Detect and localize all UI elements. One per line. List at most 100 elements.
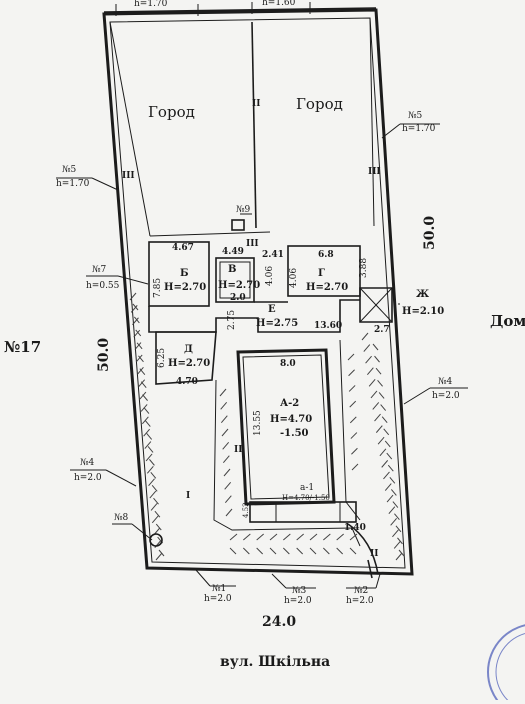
hatch-mark bbox=[309, 547, 317, 555]
hatch-mark bbox=[149, 459, 155, 466]
hatch-mark bbox=[222, 442, 230, 450]
zone-ii-house: II bbox=[234, 445, 242, 455]
marker-no4-right: №4 bbox=[438, 377, 453, 387]
hatch-mark bbox=[393, 541, 401, 549]
hatch-mark bbox=[350, 432, 358, 439]
hatch-mark bbox=[130, 305, 138, 313]
marker-no1-h: h=2.0 bbox=[204, 594, 232, 604]
hatch-mark bbox=[383, 471, 390, 480]
zone-ii-bottom: II bbox=[370, 549, 378, 559]
hatch-mark bbox=[145, 453, 153, 462]
room-e-name: Е bbox=[268, 304, 276, 315]
hatch-mark bbox=[133, 329, 141, 338]
room-e-side: 2.75 bbox=[227, 310, 237, 330]
hatch-mark bbox=[150, 471, 157, 479]
hatch-mark bbox=[378, 392, 385, 399]
hatch-mark bbox=[380, 404, 387, 411]
marker-no8: №8 bbox=[114, 513, 129, 523]
hatch-mark bbox=[221, 428, 229, 437]
street-name: вул. Шкільна bbox=[220, 654, 330, 670]
neighbor-left: №17 bbox=[4, 338, 41, 356]
hatch-mark bbox=[323, 533, 331, 541]
garden-divider bbox=[109, 17, 375, 237]
hatch-mark bbox=[372, 343, 379, 351]
hatch-mark bbox=[349, 400, 357, 408]
hatch-mark bbox=[136, 342, 143, 350]
room-g-height: Н=2.70 bbox=[306, 282, 348, 293]
hatch-mark bbox=[140, 381, 147, 389]
room-b-width: 4.67 bbox=[172, 243, 194, 253]
zone-iii-right: III bbox=[368, 167, 381, 177]
room-g-top: 6.8 bbox=[318, 250, 334, 260]
hatch-mark bbox=[132, 317, 139, 326]
hatch-mark bbox=[392, 501, 399, 508]
hatch-mark bbox=[154, 510, 161, 518]
hatch-mark bbox=[381, 460, 389, 468]
hatch-mark bbox=[398, 549, 405, 557]
room-d-width: 4.70 bbox=[176, 377, 198, 387]
hatch-mark bbox=[149, 490, 157, 499]
hatch-mark bbox=[138, 379, 146, 387]
marker-no1: №1 bbox=[212, 584, 226, 594]
gate-arc bbox=[347, 523, 379, 575]
room-v-side: 4.06 bbox=[265, 266, 275, 286]
top-right-height: h=1.60 bbox=[262, 0, 296, 8]
room-zh-name: Ж bbox=[416, 289, 430, 300]
hatch-mark bbox=[383, 428, 390, 436]
hatch-mark bbox=[243, 533, 251, 541]
hatch-mark bbox=[137, 366, 144, 375]
hatch-mark bbox=[296, 547, 304, 555]
marker-no7-h: h=0.55 bbox=[86, 281, 120, 291]
room-zh-height: Н=2.10 bbox=[402, 306, 444, 317]
hatch-mark bbox=[256, 547, 264, 555]
hatch-mark bbox=[394, 513, 400, 520]
garden-left: Город bbox=[148, 103, 195, 121]
hatch-mark bbox=[134, 342, 142, 350]
hatch-mark bbox=[377, 436, 385, 445]
house-side: 13.55 bbox=[253, 410, 263, 436]
hatch-mark bbox=[349, 416, 357, 424]
plot-boundary bbox=[102, 8, 414, 576]
hatch-mark bbox=[146, 433, 153, 440]
hatch-mark bbox=[384, 483, 392, 491]
marker-no5-right-h: h=1.70 bbox=[402, 124, 436, 134]
room-b-height: Н=2.70 bbox=[164, 282, 206, 293]
hatch-mark bbox=[351, 447, 358, 455]
hatch-mark bbox=[296, 533, 304, 541]
zone-i: I bbox=[186, 491, 190, 501]
hatch-mark bbox=[384, 440, 391, 448]
outbuildings bbox=[148, 241, 393, 385]
hatch-mark bbox=[224, 482, 232, 490]
hatch-mark bbox=[374, 413, 381, 422]
top-fence bbox=[103, 2, 377, 16]
room-v-height: Н=2.70 bbox=[218, 280, 260, 291]
hatch-mark bbox=[322, 547, 330, 555]
hatch-mark bbox=[148, 478, 155, 487]
hatch-mark bbox=[381, 416, 388, 424]
marker-no9: №9 bbox=[236, 205, 251, 215]
hatch-mark bbox=[366, 367, 374, 376]
annex-name: а-1 bbox=[300, 483, 314, 493]
hatch-mark bbox=[392, 529, 399, 538]
annex-width: 1.40 bbox=[344, 523, 366, 533]
hatch-mark bbox=[375, 425, 383, 433]
room-v-name: В bbox=[228, 264, 236, 275]
room-b-side: 7.85 bbox=[153, 278, 163, 298]
hatch-mark bbox=[139, 368, 146, 376]
hatch-mark bbox=[388, 506, 396, 515]
marker-no7: №7 bbox=[92, 265, 107, 275]
hatch-mark bbox=[377, 380, 383, 387]
hatch-mark bbox=[229, 547, 237, 555]
zone-iii-left: III bbox=[122, 171, 135, 181]
well-marker bbox=[231, 213, 252, 231]
hatch-mark bbox=[368, 378, 376, 387]
hatch-mark bbox=[222, 455, 230, 463]
gate-post bbox=[367, 559, 373, 579]
room-d-side: 6.25 bbox=[157, 348, 167, 368]
marker-no3: №3 bbox=[292, 586, 307, 596]
hatch-mark bbox=[397, 537, 403, 545]
hatch-mark bbox=[142, 394, 148, 401]
yard-outline bbox=[213, 339, 361, 547]
room-g-left-top: 2.41 bbox=[262, 250, 284, 260]
